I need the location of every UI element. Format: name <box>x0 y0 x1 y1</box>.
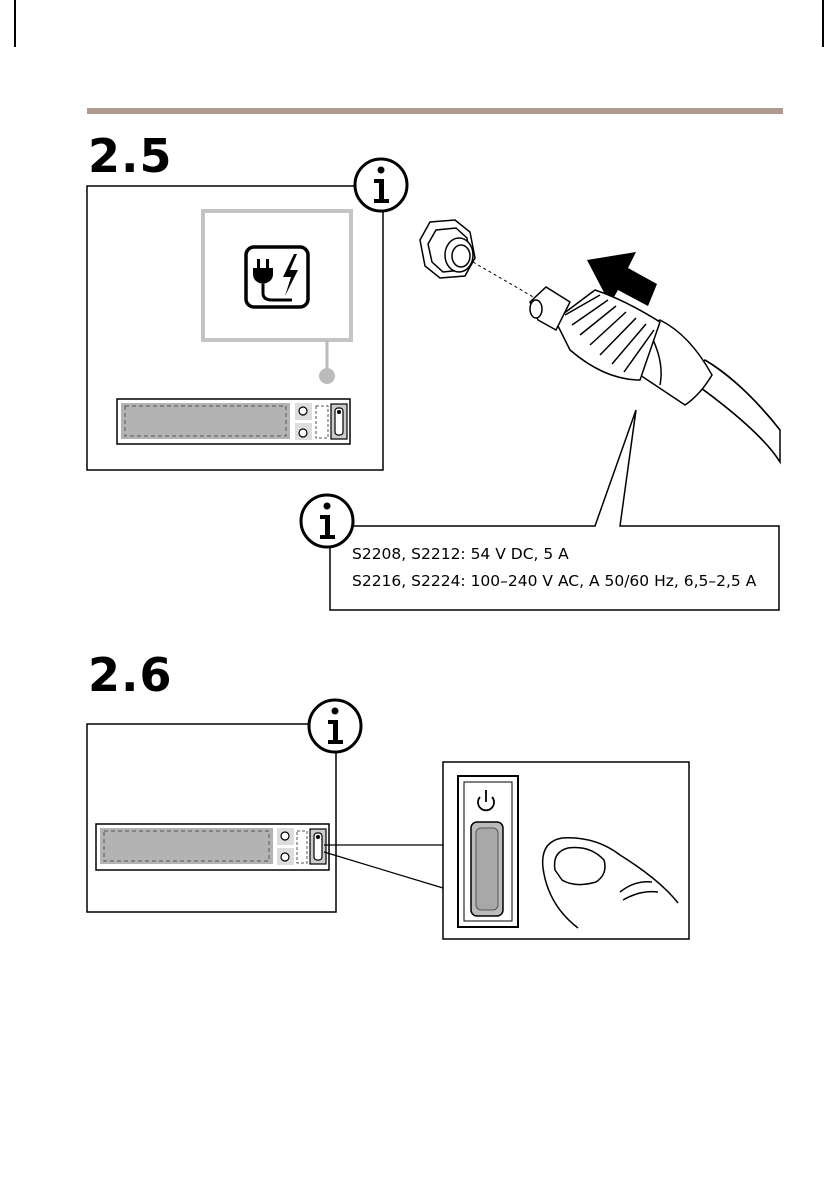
callout-dot <box>319 368 335 384</box>
power-plug-icon <box>246 247 308 307</box>
device-front-panel-2 <box>96 824 329 870</box>
info-icon <box>355 159 407 211</box>
info-line-1: S2208, S2212: 54 V DC, 5 A <box>352 547 569 563</box>
panel-nut <box>420 220 475 278</box>
connector-callout-box <box>203 211 351 340</box>
info-line-2: S2216, S2224: 100–240 V AC, A 50/60 Hz, … <box>352 574 756 590</box>
device-panel-frame-2 <box>87 724 336 912</box>
rocker-switch-icon <box>471 822 503 916</box>
device-front-panel-1 <box>117 399 350 444</box>
info-icon <box>301 495 353 547</box>
info-icon <box>309 700 361 752</box>
power-cable-connector <box>530 287 780 462</box>
